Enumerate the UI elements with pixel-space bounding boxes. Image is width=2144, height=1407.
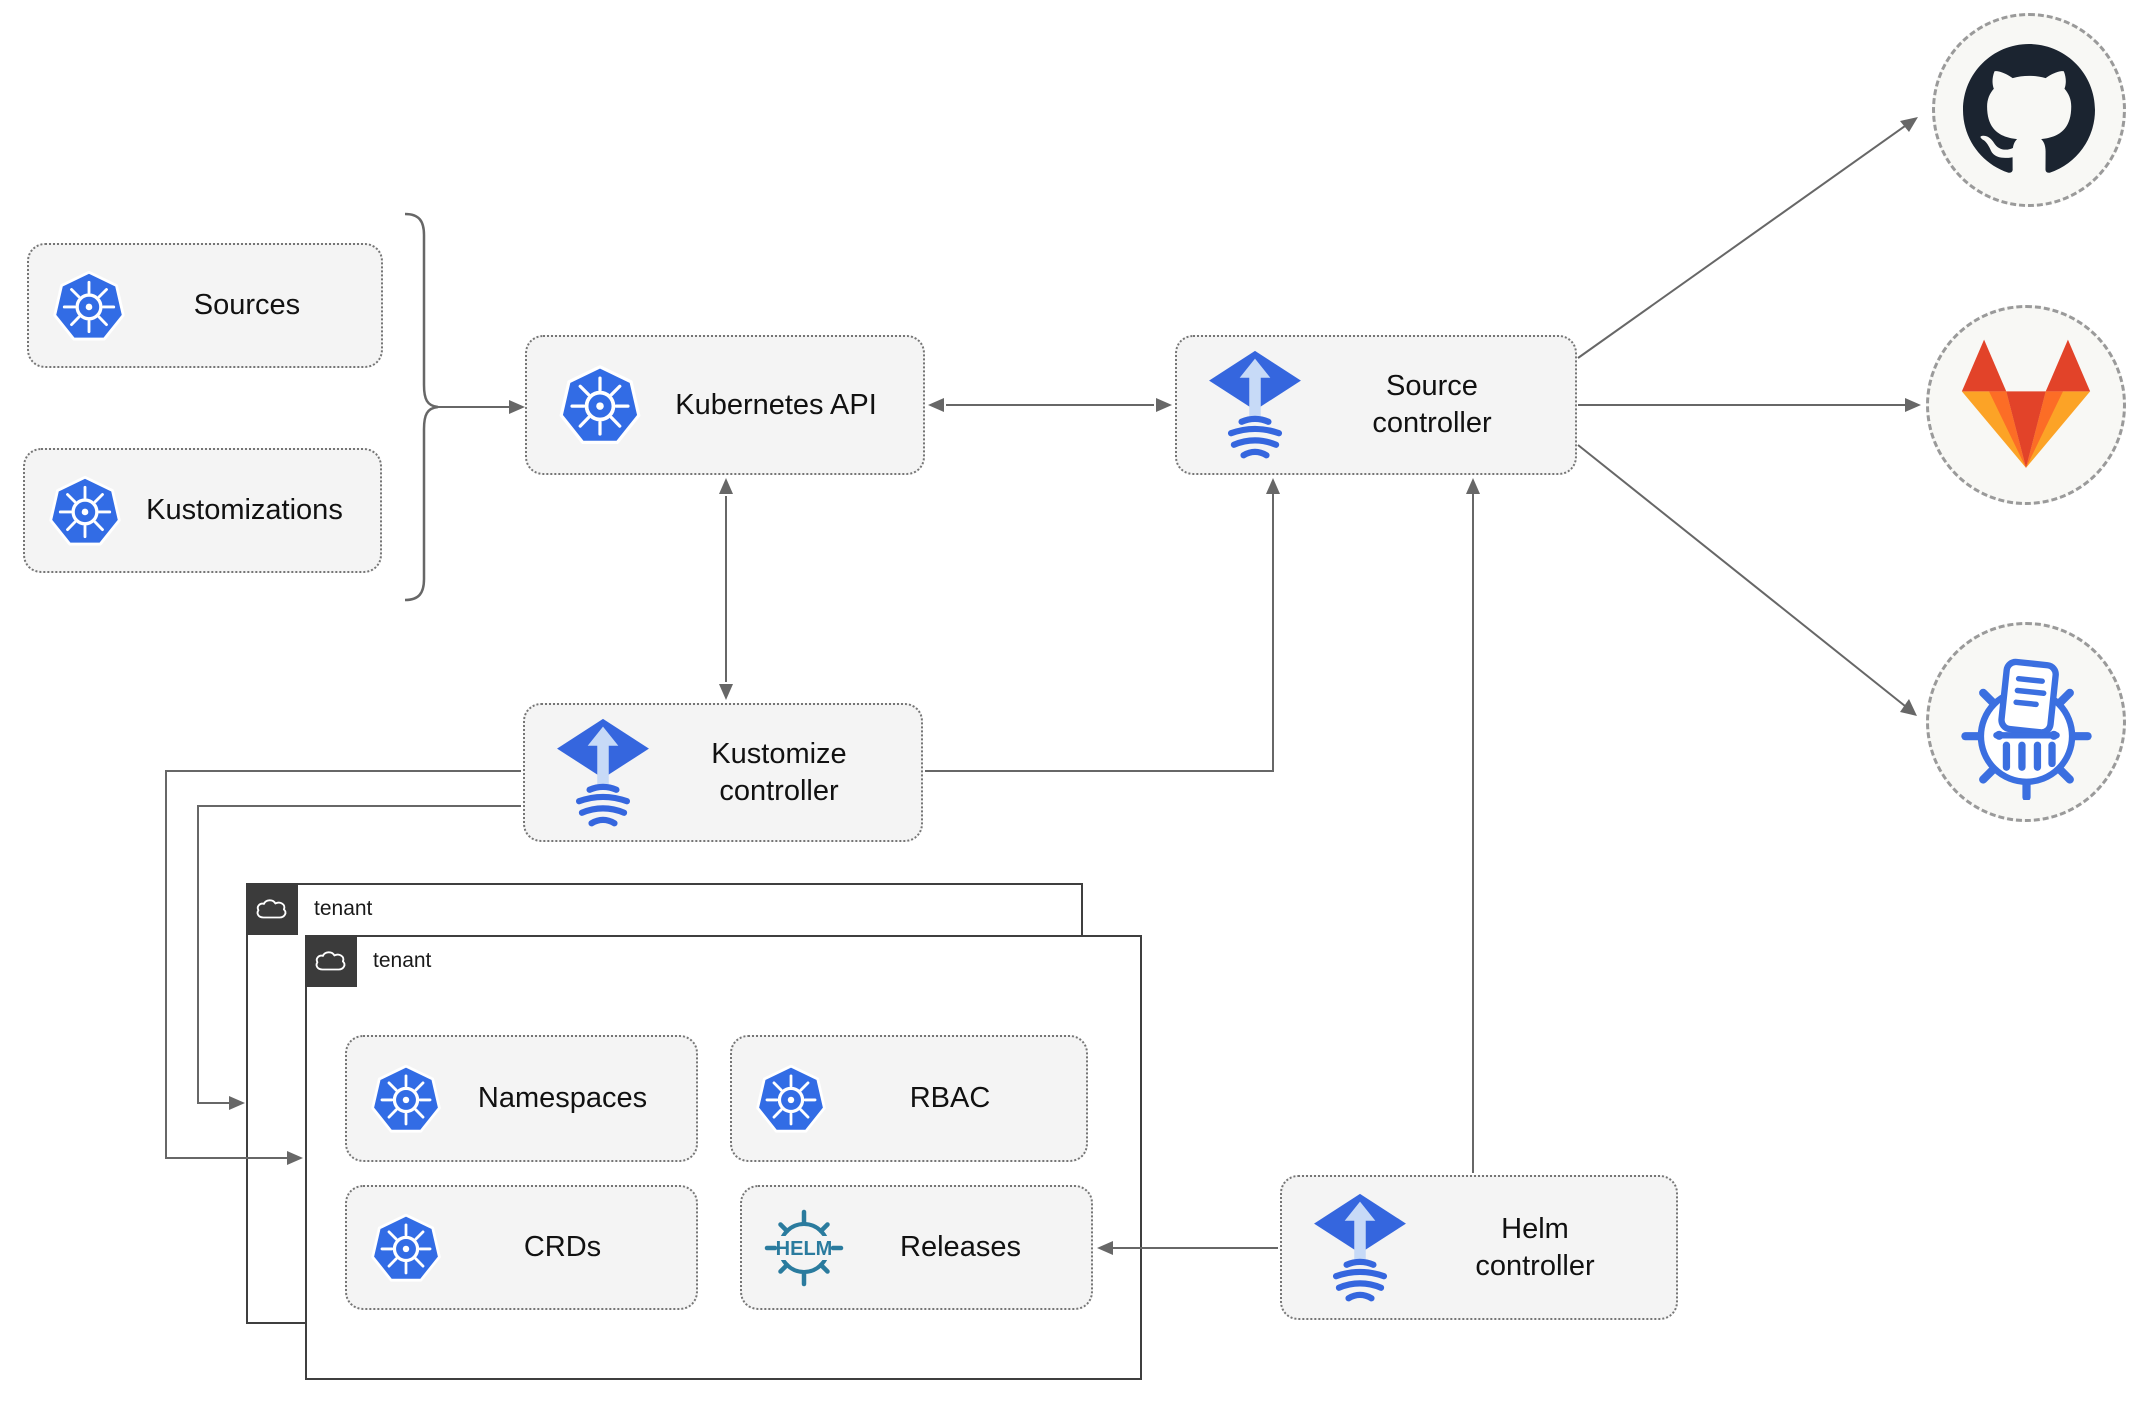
edge-source-to-gitlab	[1578, 398, 1921, 412]
kubernetes-icon	[754, 1062, 828, 1136]
node-source-controller-label: Source controller	[1372, 370, 1492, 439]
tenant-outer-label: tenant	[314, 897, 373, 920]
node-kustomizations-label: Kustomizations	[146, 494, 343, 527]
edge-brace-to-api	[438, 400, 525, 414]
node-crds: CRDs	[345, 1185, 698, 1310]
kubernetes-icon	[557, 362, 643, 448]
chartmuseum-endpoint	[1926, 622, 2126, 822]
tenant-outer-tab	[246, 883, 298, 935]
flux-icon	[1207, 349, 1303, 461]
node-namespaces-label: Namespaces	[477, 1082, 648, 1115]
svg-text:HELM: HELM	[776, 1238, 833, 1260]
node-helm-controller: Helm controller	[1280, 1175, 1678, 1320]
edge-source-to-github	[1577, 117, 1918, 359]
cloud-icon	[256, 899, 287, 919]
edge-api-source-bidirectional	[928, 398, 1172, 412]
node-kustomizations: Kustomizations	[23, 448, 382, 573]
helm-icon: HELM	[764, 1208, 844, 1288]
node-sources-label: Sources	[193, 289, 301, 322]
node-source-controller: Source controller	[1175, 335, 1577, 475]
node-kustomize-controller: Kustomize controller	[523, 703, 923, 842]
node-kubernetes-api: Kubernetes API	[525, 335, 925, 475]
tenant-inner-tab	[305, 935, 357, 987]
edge-api-kustomize-bidirectional	[719, 478, 733, 700]
gitlab-icon	[1961, 339, 2091, 468]
flux-icon	[1312, 1192, 1408, 1304]
node-kustomize-controller-label: Kustomize controller	[711, 737, 847, 807]
node-sources: Sources	[27, 243, 383, 368]
edge-kustomize-to-source	[925, 478, 1280, 772]
flux-icon	[555, 717, 651, 829]
edge-helm-to-source	[1466, 478, 1480, 1173]
node-rbac-label: RBAC	[909, 1082, 991, 1115]
kubernetes-icon	[47, 473, 123, 549]
node-releases-label: Releases	[900, 1231, 1021, 1264]
gitlab-endpoint	[1926, 305, 2126, 505]
node-namespaces: Namespaces	[345, 1035, 698, 1162]
edge-source-to-chartmuseum	[1577, 444, 1917, 716]
kubernetes-icon	[51, 268, 127, 344]
node-kubernetes-api-label: Kubernetes API	[675, 388, 877, 421]
node-crds-label: CRDs	[523, 1231, 602, 1264]
node-rbac: RBAC	[730, 1035, 1088, 1162]
github-icon	[1963, 44, 2095, 173]
group-brace	[404, 212, 439, 602]
github-endpoint	[1932, 13, 2126, 207]
kubernetes-icon	[369, 1062, 443, 1136]
cloud-icon	[315, 951, 346, 971]
node-releases: HELM Releases	[740, 1185, 1093, 1310]
tenant-inner-label: tenant	[373, 949, 432, 972]
kubernetes-icon	[369, 1211, 443, 1285]
chartmuseum-icon	[1960, 658, 2092, 800]
node-helm-controller-label: Helm controller	[1475, 1212, 1595, 1282]
